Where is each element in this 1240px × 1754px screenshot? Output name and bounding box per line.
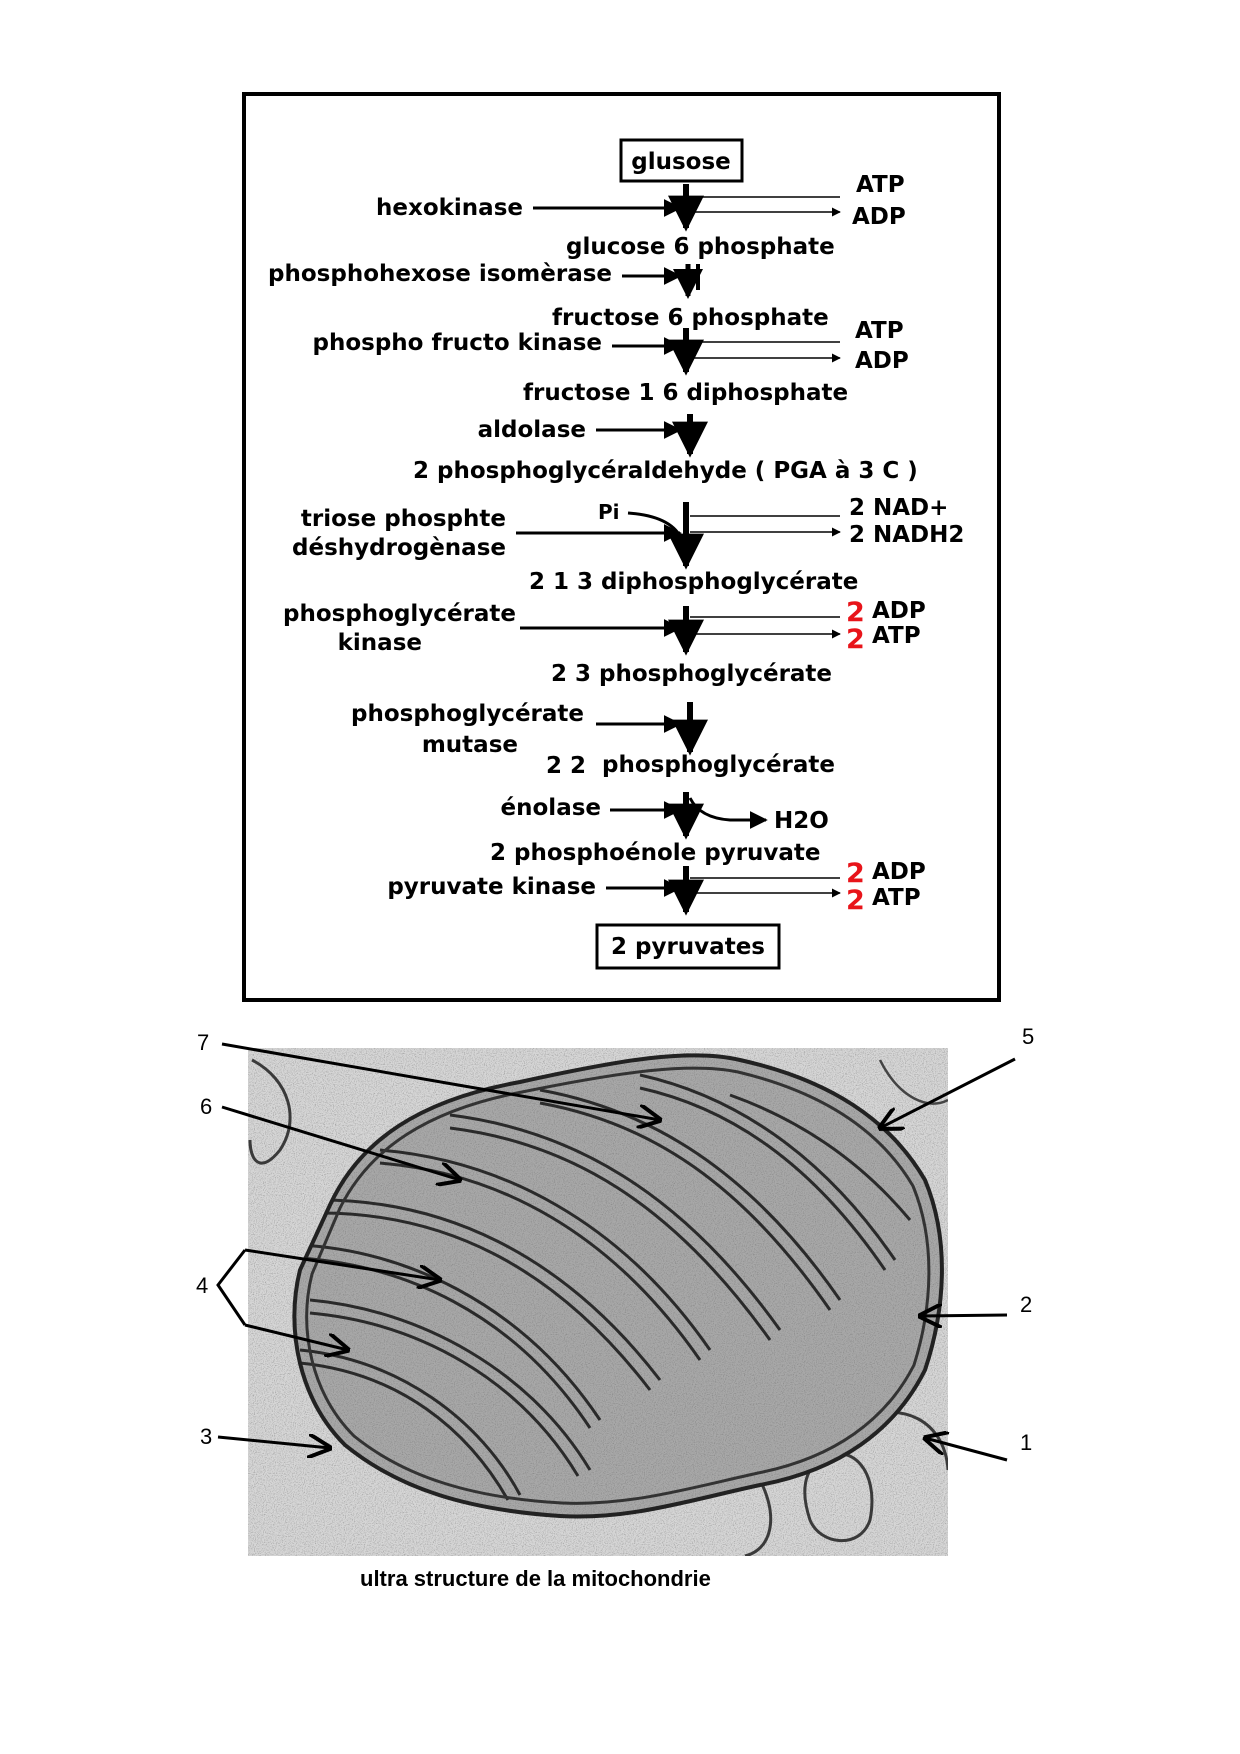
product-13dpg-prefix: 2 1 3	[529, 569, 593, 595]
start-box	[619, 138, 744, 183]
cofactor-nad: 2 NAD+	[849, 495, 948, 521]
enzyme-aldolase: aldolase	[478, 417, 586, 443]
cofactor-adp-3: ADP	[872, 598, 926, 624]
enzyme-isomerase: phosphohexose isomèrase	[268, 261, 612, 287]
cofactor-adp-2: ADP	[855, 348, 909, 374]
enzyme-mutase-line2: mutase	[422, 732, 518, 758]
cofactor-adp-4: ADP	[872, 859, 926, 885]
cofactor-adp-1: ADP	[852, 204, 906, 230]
label-4: 4	[196, 1273, 208, 1298]
cofactor-atp-3: ATP	[872, 623, 921, 649]
enzyme-tpd-line1: triose phosphte	[301, 506, 506, 532]
enzyme-pk: pyruvate kinase	[387, 874, 596, 900]
cofactor-atp-2: ATP	[855, 318, 904, 344]
enzyme-pfk: phospho fructo kinase	[313, 330, 603, 356]
product-f16dp: fructose 1 6 diphosphate	[523, 380, 848, 406]
label-5: 5	[1022, 1024, 1034, 1049]
product-3pg: 2 3 phosphoglycérate	[551, 661, 832, 687]
enzyme-pgk-line2: kinase	[338, 630, 422, 656]
cofactor-atp-4: ATP	[872, 885, 921, 911]
coef-atp-2: 2	[846, 885, 865, 916]
label-3: 3	[200, 1424, 212, 1449]
end-box	[595, 923, 781, 970]
label-1: 1	[1020, 1430, 1032, 1455]
micrograph-caption: ultra structure de la mitochondrie	[360, 1566, 711, 1591]
cofactor-nadh2: 2 NADH2	[849, 522, 964, 548]
label-6: 6	[200, 1094, 212, 1119]
product-2pg: phosphoglycérate	[602, 752, 835, 778]
enzyme-hexokinase: hexokinase	[376, 195, 523, 221]
product-pga: 2 phosphoglycéraldehyde ( PGA à 3 C )	[413, 458, 918, 484]
end-label: 2 pyruvates	[611, 934, 765, 960]
product-pep: 2 phosphoénole pyruvate	[490, 840, 821, 866]
product-g6p: glucose 6 phosphate	[566, 234, 835, 260]
cofactor-atp-1: ATP	[856, 172, 905, 198]
coef-adp-1: 2	[846, 597, 865, 628]
product-13dpg: diphosphoglycérate	[601, 569, 858, 595]
enzyme-mutase-line1: phosphoglycérate	[351, 701, 584, 727]
glycolysis-diagram: glusose hexokinase ATP ADP glucose 6 pho…	[242, 92, 1001, 1002]
glycolysis-frame	[242, 92, 1001, 1002]
coef-atp-1: 2	[846, 624, 865, 655]
label-2: 2	[1020, 1292, 1032, 1317]
label-7: 7	[197, 1030, 209, 1055]
enzyme-tpd-line2: déshydrogènase	[292, 535, 506, 561]
label-arrows	[216, 1042, 1016, 1462]
enzyme-enolase: énolase	[501, 795, 601, 821]
product-f6p: fructose 6 phosphate	[552, 305, 829, 331]
product-h2o: H2O	[774, 808, 829, 834]
start-label: glusose	[631, 149, 731, 175]
pi-label: Pi	[598, 500, 620, 524]
electron-micrograph	[248, 1048, 948, 1556]
coef-adp-2: 2	[846, 858, 865, 889]
product-2pg-prefix: 2 2	[546, 753, 586, 779]
enzyme-pgk-line1: phosphoglycérate	[283, 601, 516, 627]
